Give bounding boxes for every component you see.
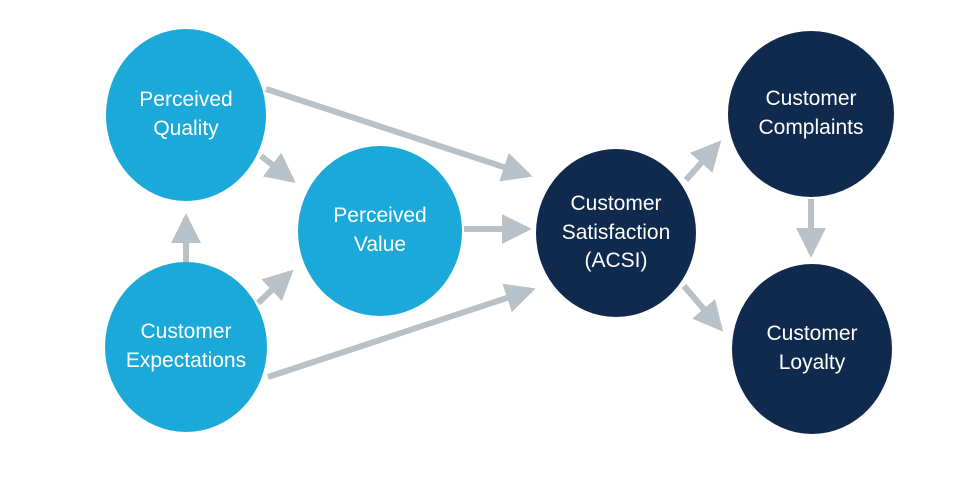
node-perceived-value: Perceived Value xyxy=(298,146,462,316)
node-label-line: Expectations xyxy=(125,349,247,372)
node-label-line: Perceived xyxy=(333,204,427,228)
node-customer-complaints: Customer Complaints xyxy=(728,31,894,197)
arrow-satisfaction-to-loyalty xyxy=(681,284,724,332)
node-label-line: Customer xyxy=(765,87,857,111)
node-perceived-quality: Perceived Quality xyxy=(106,29,266,201)
arrow-quality-to-satisfaction xyxy=(265,86,533,182)
node-customer-satisfaction: Customer Satisfaction (ACSI) xyxy=(536,149,696,317)
arrow-quality-to-value xyxy=(259,152,296,183)
arrow-satisfaction-to-complaints xyxy=(683,140,722,182)
arrow-expectations-to-satisfaction xyxy=(267,283,536,380)
node-label-line: Satisfaction xyxy=(561,220,671,244)
node-label-line: Customer xyxy=(766,322,858,346)
node-label-line: (ACSI) xyxy=(584,249,648,273)
node-customer-expectations: Customer Expectations xyxy=(105,262,267,432)
node-label-line: Customer xyxy=(140,320,232,344)
node-label-line: Quality xyxy=(153,117,219,140)
node-label-line: Customer xyxy=(570,191,662,215)
node-customer-loyalty: Customer Loyalty xyxy=(732,264,892,434)
node-label-line: Perceived xyxy=(139,88,233,112)
node-label-line: Complaints xyxy=(758,116,864,139)
arrow-expectations-to-value xyxy=(255,269,294,306)
node-label-line: Value xyxy=(353,233,407,256)
node-label-line: Loyalty xyxy=(778,351,846,374)
